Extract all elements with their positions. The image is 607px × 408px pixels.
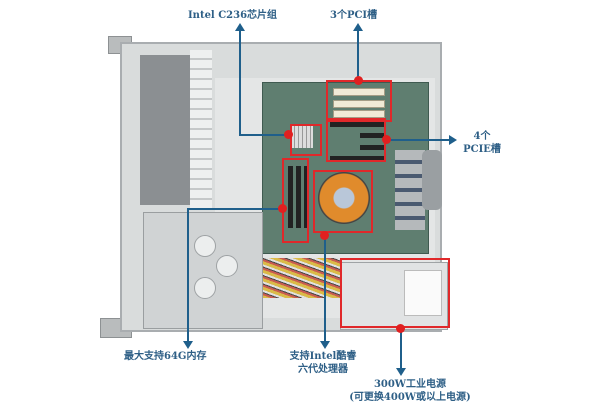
pci-highlight-box: [326, 80, 392, 122]
psu-label-sticker: [404, 270, 442, 316]
cpu-label: 支持Intel酷睿 六代处理器: [268, 350, 378, 376]
psu-highlight-box: [340, 258, 450, 328]
callout-dot-icon: [284, 130, 293, 139]
arrow-down-icon: [320, 341, 330, 349]
pcie-label-line2: PCIE槽: [463, 144, 501, 155]
psu-label: 300W工业电源 (可更换400W或以上电源): [320, 378, 500, 404]
chipset-callout-line: [239, 134, 291, 136]
pci-callout-line: [357, 30, 359, 80]
cpu-cooler-fan: [318, 172, 370, 224]
rear-io-ports: [395, 150, 425, 230]
memory-callout-line: [187, 208, 283, 210]
cpu-label-line2: 六代处理器: [298, 364, 348, 375]
arrow-down-icon: [183, 341, 193, 349]
cpu-label-line1: 支持Intel酷睿: [289, 351, 357, 362]
dimm-slot: [288, 166, 293, 228]
callout-dot-icon: [320, 231, 329, 240]
pci-slot: [333, 110, 385, 118]
bay-hole: [194, 277, 216, 299]
callout-dot-icon: [278, 204, 287, 213]
psu-label-line2: (可更换400W或以上电源): [349, 392, 471, 403]
memory-highlight-box: [282, 158, 309, 243]
optical-drive-bay: [143, 212, 263, 329]
rear-fan: [422, 150, 442, 210]
pci-slots-label: 3个PCI槽: [330, 10, 378, 21]
chipset-highlight-box: [290, 124, 322, 156]
chipset-callout-line: [239, 30, 241, 135]
pcie-slots-label: 4个 PCIE槽: [462, 130, 502, 156]
callout-dot-icon: [396, 324, 405, 333]
psu-label-line1: 300W工业电源: [373, 379, 447, 390]
pcie-slot: [330, 156, 385, 161]
pci-slot: [333, 88, 385, 96]
chipset-heatsink: [291, 126, 313, 148]
memory-label: 最大支持64G内存: [124, 351, 207, 362]
cpu-highlight-box: [313, 170, 373, 233]
psu-callout-line: [400, 330, 402, 370]
cpu-callout-line: [324, 236, 326, 343]
pcie-slot: [330, 122, 385, 127]
arrow-up-icon: [353, 23, 363, 31]
pcie-callout-line: [388, 139, 450, 141]
pcie-highlight-box: [326, 118, 386, 162]
arrow-up-icon: [235, 23, 245, 31]
arrow-right-icon: [449, 135, 457, 145]
bay-hole: [194, 235, 216, 257]
chipset-label: Intel C236芯片组: [188, 10, 278, 21]
dimm-slot: [296, 166, 301, 228]
power-cables: [262, 258, 342, 298]
callout-dot-icon: [354, 76, 363, 85]
arrow-down-icon: [396, 368, 406, 376]
memory-callout-line: [187, 208, 189, 343]
callout-dot-icon: [382, 135, 391, 144]
dimm-slot: [304, 166, 309, 228]
pcie-slot: [360, 145, 385, 150]
bay-hole: [216, 255, 238, 277]
pcie-slot: [360, 133, 385, 138]
drive-cage: [190, 50, 212, 210]
pcie-label-line1: 4个: [473, 131, 491, 142]
pci-slot: [333, 100, 385, 108]
